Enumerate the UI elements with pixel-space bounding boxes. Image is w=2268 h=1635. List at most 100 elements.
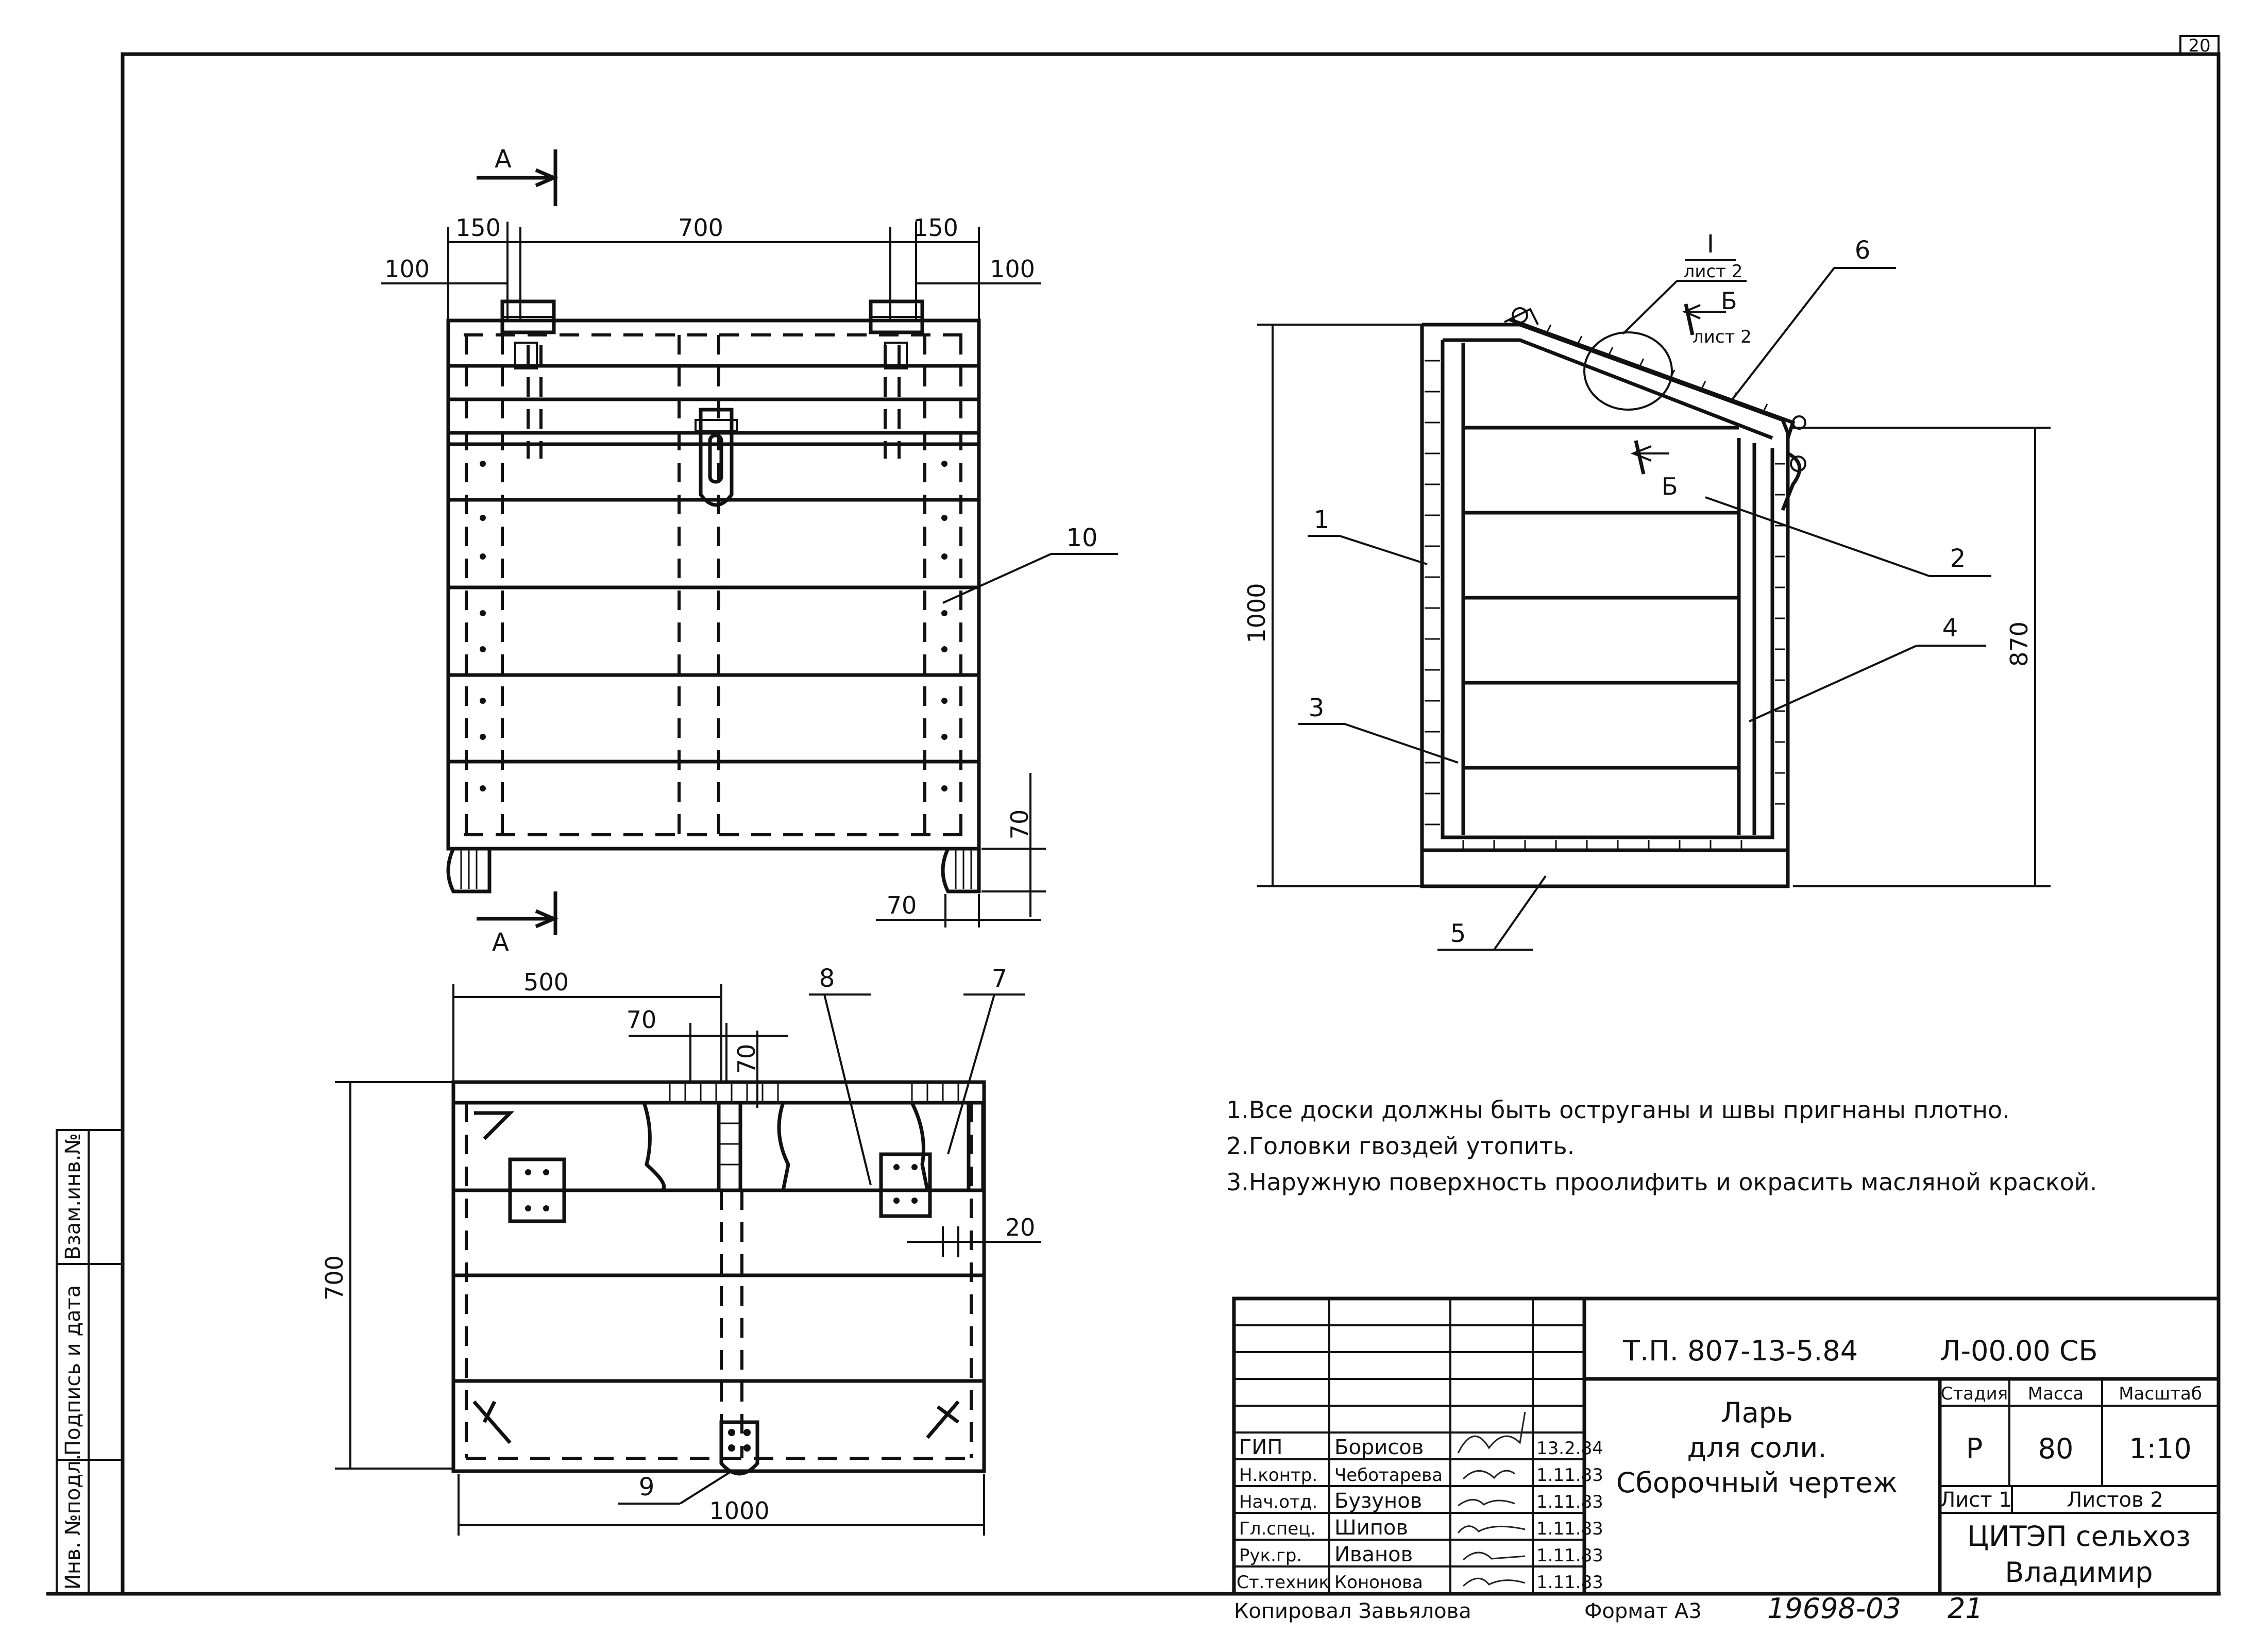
dim-20-plan: 20 — [1005, 1213, 1036, 1241]
title-line-2: для соли. — [1687, 1431, 1826, 1464]
callout-8: 8 — [819, 964, 835, 993]
footer-copied: Копировал Завьялова — [1234, 1599, 1471, 1623]
callout-1: 1 — [1314, 505, 1330, 534]
hinge-left — [500, 299, 556, 369]
plan-hinge-left — [508, 1157, 566, 1223]
dim-70-vertical-plan: 70 — [733, 1044, 760, 1074]
role-rukgr: Рук.гр. — [1239, 1545, 1302, 1566]
name-rukgr: Иванов — [1334, 1543, 1413, 1566]
col-mass: Масса — [2028, 1384, 2084, 1404]
dim-700-front: 700 — [678, 214, 723, 242]
date-rukgr: 1.11.83 — [1536, 1545, 1603, 1566]
section-a-top: А — [495, 145, 512, 174]
dim-100-left: 100 — [384, 255, 430, 283]
callout-2: 2 — [1950, 544, 1966, 573]
callout-10: 10 — [1066, 524, 1097, 552]
callout-9: 9 — [639, 1473, 655, 1502]
value-stage: Р — [1966, 1432, 1983, 1465]
title-block: ГИП Борисов 13.2.84 Н.контр. Чеботарева … — [1232, 1296, 2221, 1596]
signature-glspec — [1457, 1525, 1526, 1533]
value-scale: 1:10 — [2129, 1432, 2191, 1465]
dim-1000-side: 1000 — [1243, 583, 1271, 643]
date-glspec: 1.11.83 — [1536, 1519, 1603, 1539]
drawing-code: Л-00.00 СБ — [1940, 1335, 2098, 1367]
date-nkontr: 1.11.83 — [1536, 1465, 1603, 1486]
hasp — [695, 408, 738, 507]
title-line-1: Ларь — [1721, 1396, 1793, 1429]
dim-70-horizontal-plan: 70 — [627, 1006, 657, 1034]
bottom-hatch — [1462, 840, 1742, 849]
dim-150-right: 150 — [913, 214, 958, 242]
footer-page: 21 — [1948, 1592, 1983, 1625]
title-line-3: Сборочный чертеж — [1616, 1467, 1898, 1499]
footer-number: 19698-03 — [1767, 1592, 1901, 1625]
detail-i-sheet: лист 2 — [1684, 261, 1743, 282]
callout-7: 7 — [992, 964, 1008, 993]
note-2: 2.Головки гвоздей утопить. — [1226, 1132, 1575, 1160]
corner-sheet-number: 20 — [2188, 36, 2210, 56]
plan-hinge-right — [879, 1152, 932, 1218]
side-stamp-inv: Инв. №подл. — [61, 1454, 85, 1590]
section-a-bottom: А — [492, 928, 509, 957]
callout-5: 5 — [1450, 919, 1466, 948]
role-gip: ГИП — [1239, 1436, 1282, 1459]
col-scale: Масштаб — [2119, 1384, 2202, 1404]
section-b-top: Б — [1721, 287, 1737, 315]
detail-i-mark: I — [1707, 230, 1714, 259]
dim-70-vertical-front: 70 — [1006, 810, 1034, 840]
plan-hasp — [719, 1420, 759, 1476]
name-nachotd: Бузунов — [1334, 1489, 1422, 1513]
dim-500-plan: 500 — [523, 968, 569, 996]
side-view: 1000 870 — [1243, 230, 2051, 951]
front-view: А А 150 700 150 100 100 — [381, 145, 1118, 957]
callout-3: 3 — [1309, 694, 1325, 722]
role-nkontr: Н.контр. — [1239, 1465, 1317, 1486]
foot-left — [446, 847, 492, 894]
date-gip: 13.2.84 — [1536, 1438, 1603, 1459]
role-sttech: Ст.техник — [1237, 1572, 1329, 1593]
section-b-mid: Б — [1662, 473, 1678, 500]
value-mass: 80 — [2038, 1432, 2074, 1465]
name-glspec: Шипов — [1334, 1516, 1408, 1540]
plan-top-hatch — [669, 1084, 959, 1102]
foot-right — [941, 847, 981, 894]
side-stamp: Инв. №подл. Подпись и дата Взам.инв.№ — [56, 1129, 124, 1595]
dim-150-left: 150 — [455, 214, 501, 242]
dim-700-plan: 700 — [320, 1255, 348, 1301]
col-stage: Стадия — [1941, 1384, 2008, 1404]
role-nachotd: Нач.отд. — [1239, 1492, 1317, 1512]
dim-70-horizontal-front: 70 — [887, 891, 917, 919]
date-nachotd: 1.11.83 — [1536, 1492, 1603, 1512]
right-wall-hatch — [1775, 463, 1785, 805]
note-3: 3.Наружную поверхность проолифить и окра… — [1226, 1168, 2097, 1196]
plan-view: 500 70 70 700 1000 20 — [320, 964, 1041, 1536]
footer-format: Формат А3 — [1584, 1599, 1702, 1623]
dim-1000-plan: 1000 — [709, 1497, 769, 1525]
name-nkontr: Чеботарева — [1334, 1465, 1443, 1486]
callout-6: 6 — [1855, 236, 1871, 265]
hinge-right — [869, 299, 924, 369]
signature-rukgr — [1462, 1552, 1526, 1561]
section-b-top-sheet: лист 2 — [1692, 327, 1752, 347]
signature-nachotd — [1458, 1499, 1515, 1507]
signature-sttech — [1462, 1577, 1526, 1587]
sheet-frame: 20 — [46, 35, 2221, 1596]
side-stamp-sign: Подпись и дата — [61, 1285, 85, 1456]
notes: 1.Все доски должны быть оструганы и швы … — [1226, 1096, 2097, 1196]
name-sttech: Кононова — [1334, 1572, 1423, 1593]
footer: Копировал Завьялова Формат А3 19698-03 2… — [1234, 1592, 1983, 1625]
note-1: 1.Все доски должны быть оструганы и швы … — [1226, 1096, 2010, 1124]
sheets-label: Листов 2 — [2067, 1488, 2163, 1512]
left-wall-hatch — [1425, 360, 1440, 825]
callout-4: 4 — [1942, 614, 1958, 643]
sheet-label: Лист 1 — [1940, 1488, 2012, 1512]
org-line-1: ЦИТЭП сельхоз — [1967, 1520, 2191, 1553]
name-gip: Борисов — [1334, 1436, 1424, 1459]
dim-100-right: 100 — [990, 255, 1035, 283]
nail-dots — [480, 461, 947, 791]
doc-code: Т.П. 807-13-5.84 — [1622, 1335, 1858, 1367]
signature-nkontr — [1462, 1470, 1515, 1480]
role-glspec: Гл.спец. — [1239, 1519, 1316, 1539]
date-sttech: 1.11.83 — [1536, 1572, 1603, 1593]
